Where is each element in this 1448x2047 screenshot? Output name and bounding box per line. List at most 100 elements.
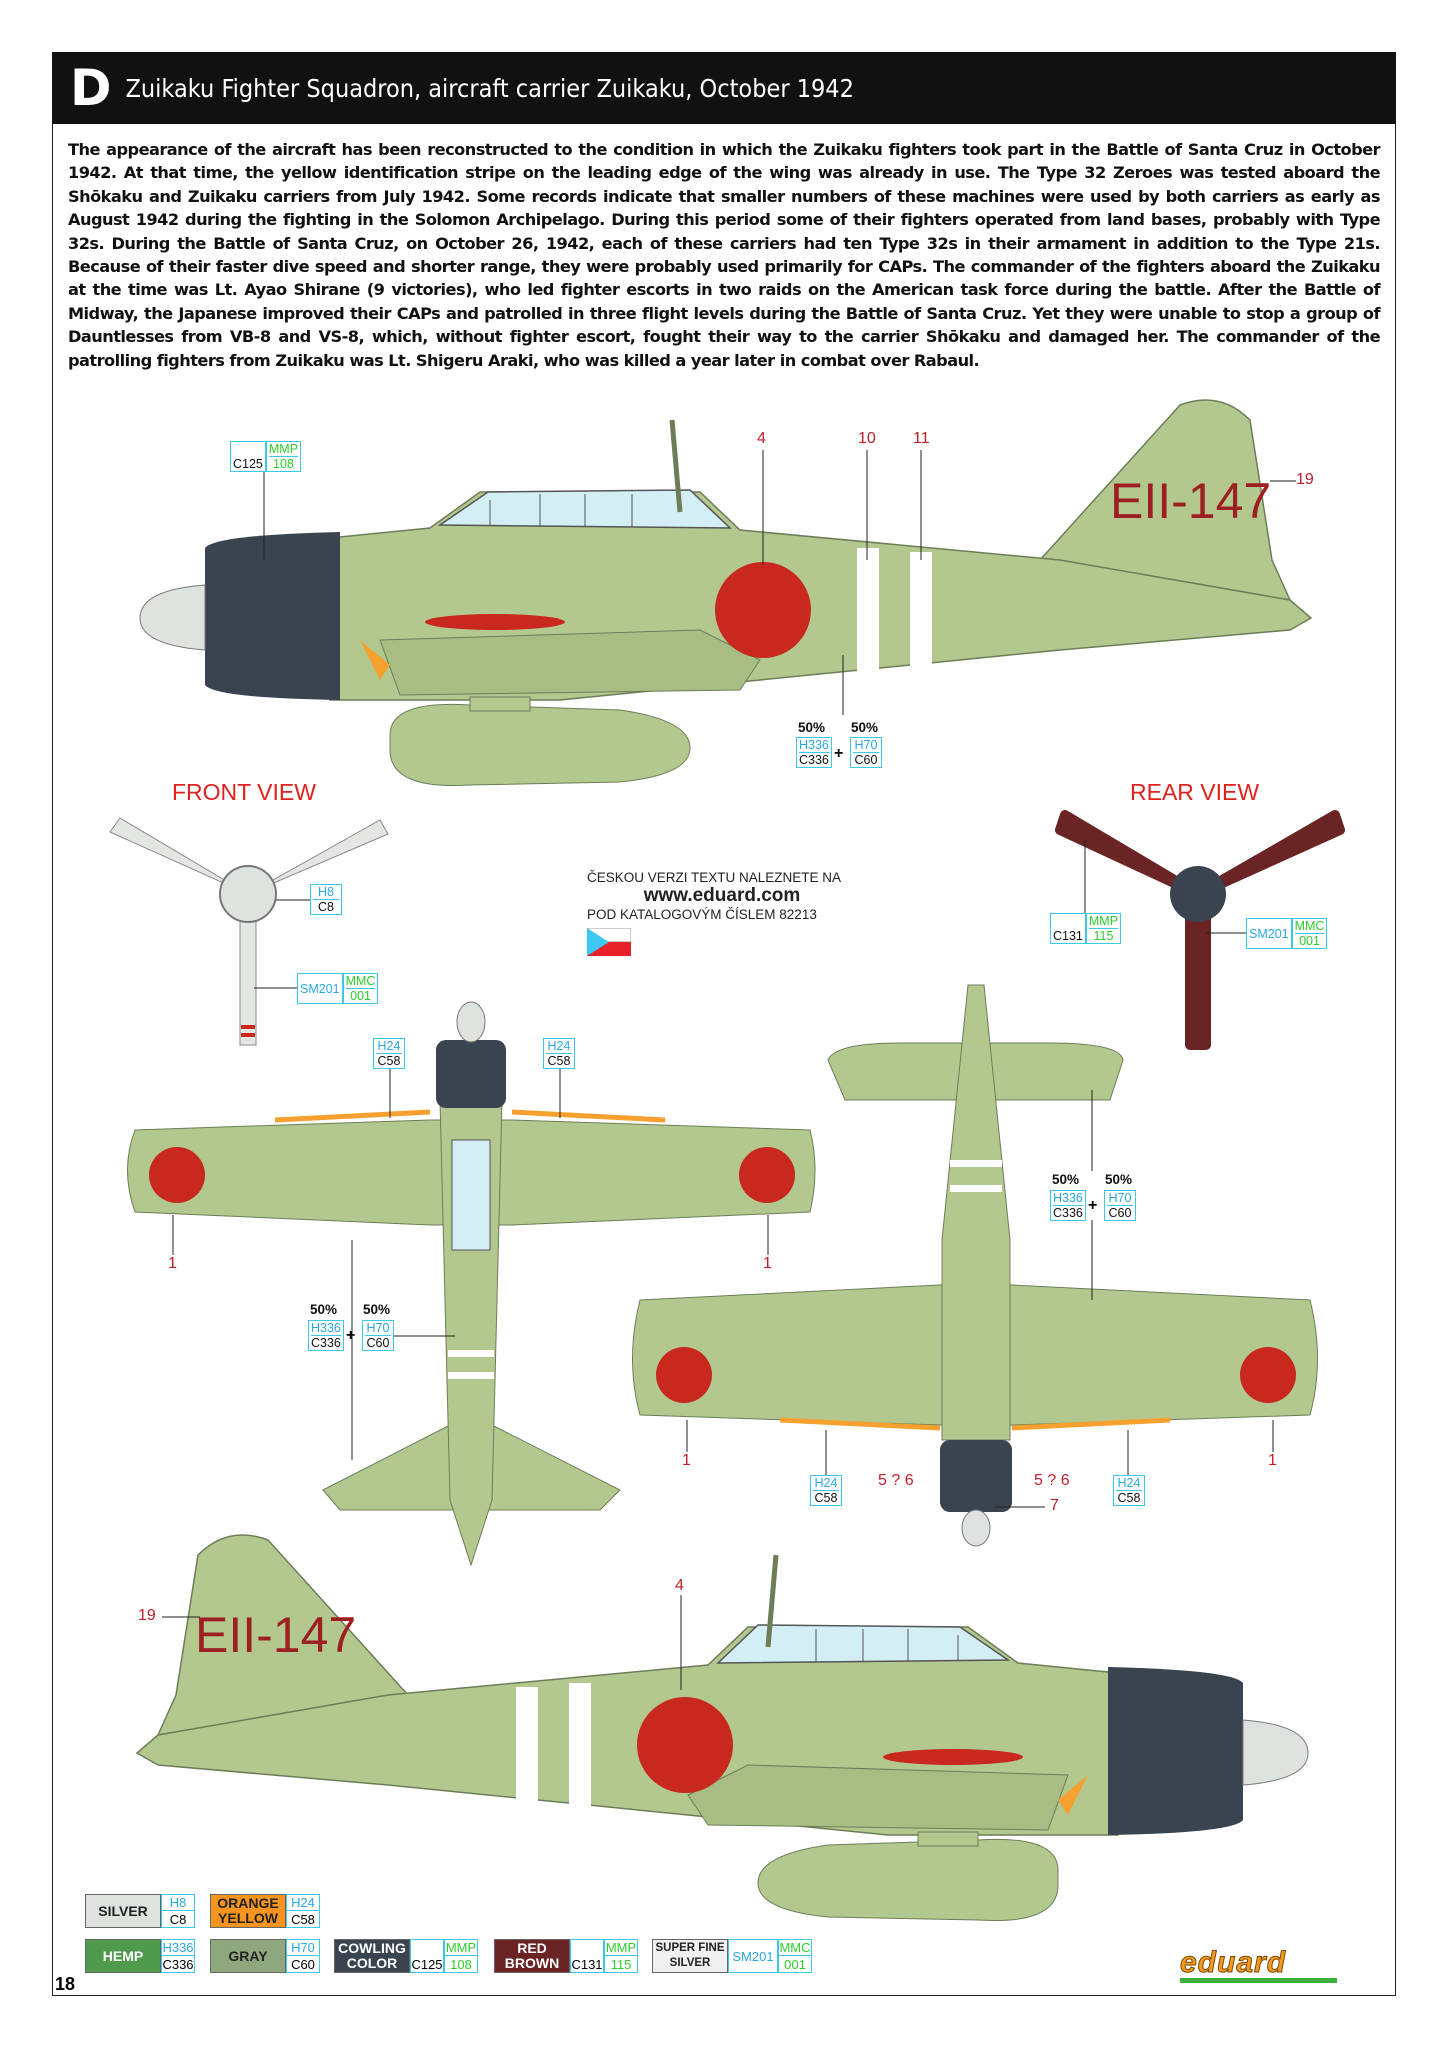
rear-view-label: REAR VIEW <box>1130 779 1260 805</box>
percent: 50% <box>363 1302 391 1317</box>
code: 115 <box>1093 929 1114 943</box>
marker-19: 19 <box>1296 471 1314 488</box>
code: H336 <box>799 738 829 753</box>
leader-lines <box>162 450 1296 1690</box>
code: C131 <box>1053 929 1083 943</box>
code: C60 <box>291 1957 315 1972</box>
code: MMC <box>1294 919 1325 934</box>
percent: 50% <box>310 1302 338 1317</box>
eduard-url-link[interactable]: www.eduard.com <box>643 885 801 906</box>
percent: 50% <box>851 720 879 735</box>
code: 001 <box>350 989 371 1003</box>
code: C58 <box>1117 1491 1141 1505</box>
code: 001 <box>784 1957 806 1972</box>
aircraft-code-upper: EII-147 <box>1110 473 1271 529</box>
code: C336 <box>162 1957 194 1972</box>
page-number: 18 <box>55 1974 76 1994</box>
code: SM201 <box>300 981 340 996</box>
code: MMC <box>779 1940 811 1956</box>
code: H24 <box>1116 1476 1142 1491</box>
eduard-logo: eduard <box>1179 1946 1287 1980</box>
marker-4: 4 <box>675 1577 684 1594</box>
marker-5-6: 5 ? 6 <box>878 1472 914 1489</box>
swatch: GRAY <box>210 1939 286 1973</box>
percent: 50% <box>1052 1172 1080 1187</box>
rear-view-propeller <box>1055 810 1345 1050</box>
code: C8 <box>318 900 334 914</box>
code: MMP <box>268 442 299 457</box>
code: C125 <box>233 457 263 471</box>
code: C60 <box>854 753 878 767</box>
side-view-left <box>140 400 1311 786</box>
logo-underline <box>1180 1978 1337 1983</box>
code: 001 <box>1299 934 1320 948</box>
code: C131 <box>571 1957 603 1972</box>
code: C336 <box>1053 1206 1083 1220</box>
front-view-propeller <box>109 817 389 1046</box>
plus: + <box>1088 1197 1098 1214</box>
code: MMP <box>1088 914 1119 929</box>
code: SM201 <box>1249 926 1289 941</box>
bottom-view <box>632 984 1318 1547</box>
code: C58 <box>291 1912 315 1927</box>
code: C336 <box>311 1336 341 1350</box>
aircraft-code-lower: EII-147 <box>195 1607 356 1663</box>
marker-1: 1 <box>763 1255 772 1272</box>
code: C8 <box>169 1912 187 1927</box>
code: H8 <box>162 1895 194 1911</box>
swatch: SILVER <box>85 1894 161 1928</box>
czech-flag-icon <box>586 927 632 956</box>
front-view-label: FRONT VIEW <box>172 779 316 805</box>
code: H70 <box>365 1321 391 1336</box>
code: C125 <box>411 1957 443 1972</box>
code: H70 <box>1107 1191 1133 1206</box>
code: C60 <box>366 1336 390 1350</box>
marker-10: 10 <box>858 430 876 447</box>
marker-5-6: 5 ? 6 <box>1034 1472 1070 1489</box>
czech-line-2: POD KATALOGOVÝM ČÍSLEM 82213 <box>587 907 817 922</box>
code: C336 <box>799 753 829 767</box>
profile-letter: D <box>70 59 112 117</box>
code: C58 <box>377 1054 401 1068</box>
swatch: SUPER FINE SILVER <box>652 1939 728 1973</box>
swatch: ORANGE YELLOW <box>210 1894 286 1928</box>
czech-line-1: ČESKOU VERZI TEXTU NALEZNETE NA <box>587 870 842 885</box>
code: C60 <box>1108 1206 1132 1220</box>
code: H336 <box>311 1321 341 1336</box>
percent: 50% <box>1105 1172 1133 1187</box>
plus: + <box>834 745 844 762</box>
marker-1: 1 <box>168 1255 177 1272</box>
code: 108 <box>450 1957 472 1972</box>
code: 108 <box>273 457 294 471</box>
code: H70 <box>287 1940 319 1956</box>
code: H8 <box>313 885 339 900</box>
code: H70 <box>853 738 879 753</box>
marker-19: 19 <box>138 1607 156 1624</box>
plus: + <box>346 1327 356 1344</box>
code: H336 <box>1053 1191 1083 1206</box>
marker-11: 11 <box>913 430 930 447</box>
marker-1: 1 <box>1268 1452 1277 1469</box>
marker-1: 1 <box>682 1452 691 1469</box>
percent: 50% <box>798 720 826 735</box>
code: SM201 <box>732 1948 774 1964</box>
code: H24 <box>546 1039 572 1054</box>
code: H24 <box>287 1895 319 1911</box>
code: MMP <box>605 1940 637 1956</box>
code: C58 <box>814 1491 838 1505</box>
code: MMC <box>345 974 376 989</box>
